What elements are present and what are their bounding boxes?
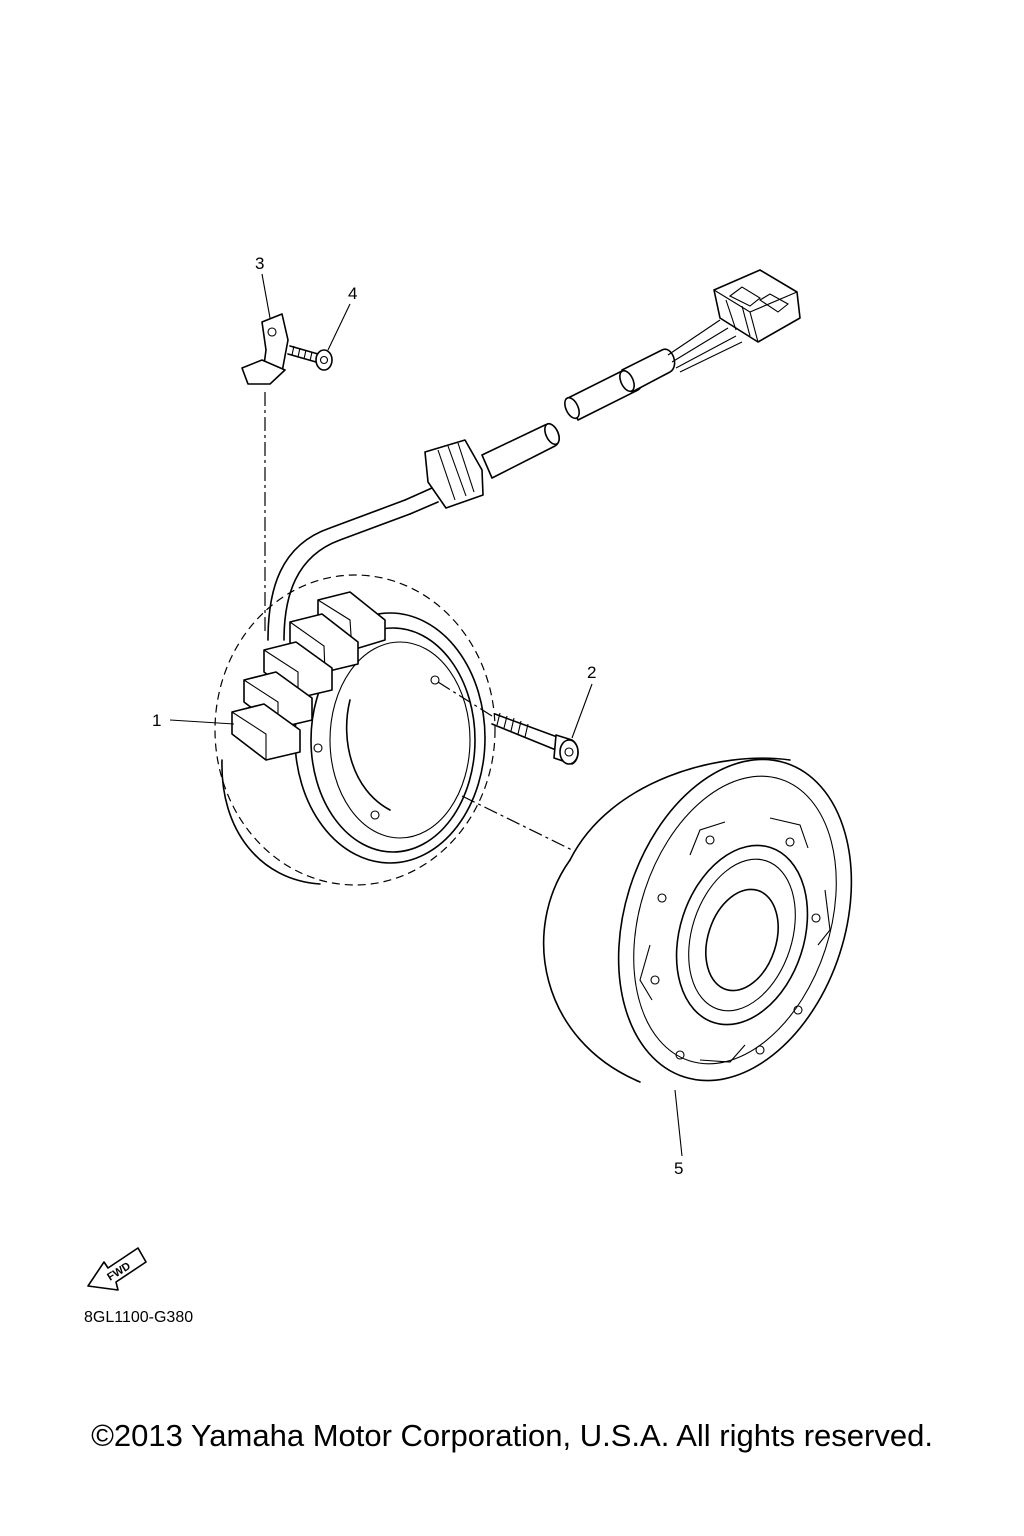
stator-bolt xyxy=(491,712,579,765)
coil-poles xyxy=(231,591,386,761)
stator-coil-assembly xyxy=(214,574,496,886)
callout-5: 5 xyxy=(674,1159,684,1178)
bolt-centerline xyxy=(437,681,493,717)
clamp-screw xyxy=(287,345,333,371)
leader-lines xyxy=(169,273,683,1157)
drawing-code: 8GL1100-G380 xyxy=(84,1309,194,1326)
wire-harness xyxy=(267,269,801,641)
flywheel-rotor xyxy=(542,757,853,1083)
copyright-notice: ©2013 Yamaha Motor Corporation, U.S.A. A… xyxy=(91,1418,933,1453)
callout-2: 2 xyxy=(587,663,597,682)
main-connector xyxy=(713,269,801,343)
callout-1: 1 xyxy=(152,711,162,730)
fwd-arrow-icon: FWD xyxy=(87,1247,147,1291)
rotor-centerline xyxy=(461,795,573,851)
small-connector xyxy=(404,439,484,515)
callout-4: 4 xyxy=(348,284,358,303)
callout-3: 3 xyxy=(255,254,265,273)
wire-clamp xyxy=(241,313,289,385)
